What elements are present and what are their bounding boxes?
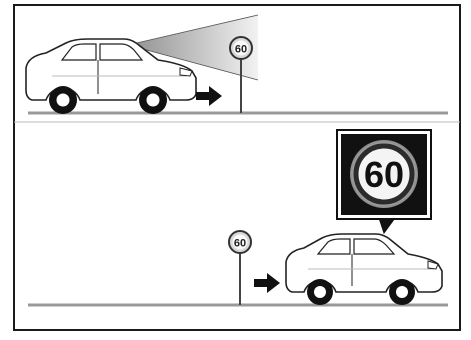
display-sign-text: 60: [364, 154, 404, 195]
road-speed-sign-bottom: 60: [229, 231, 251, 253]
road-speed-sign-top: 60: [230, 37, 252, 59]
dashboard-display-callout: 60: [337, 130, 431, 233]
road-sign-text-bottom: 60: [234, 238, 246, 250]
road-sign-text-top: 60: [235, 44, 247, 56]
